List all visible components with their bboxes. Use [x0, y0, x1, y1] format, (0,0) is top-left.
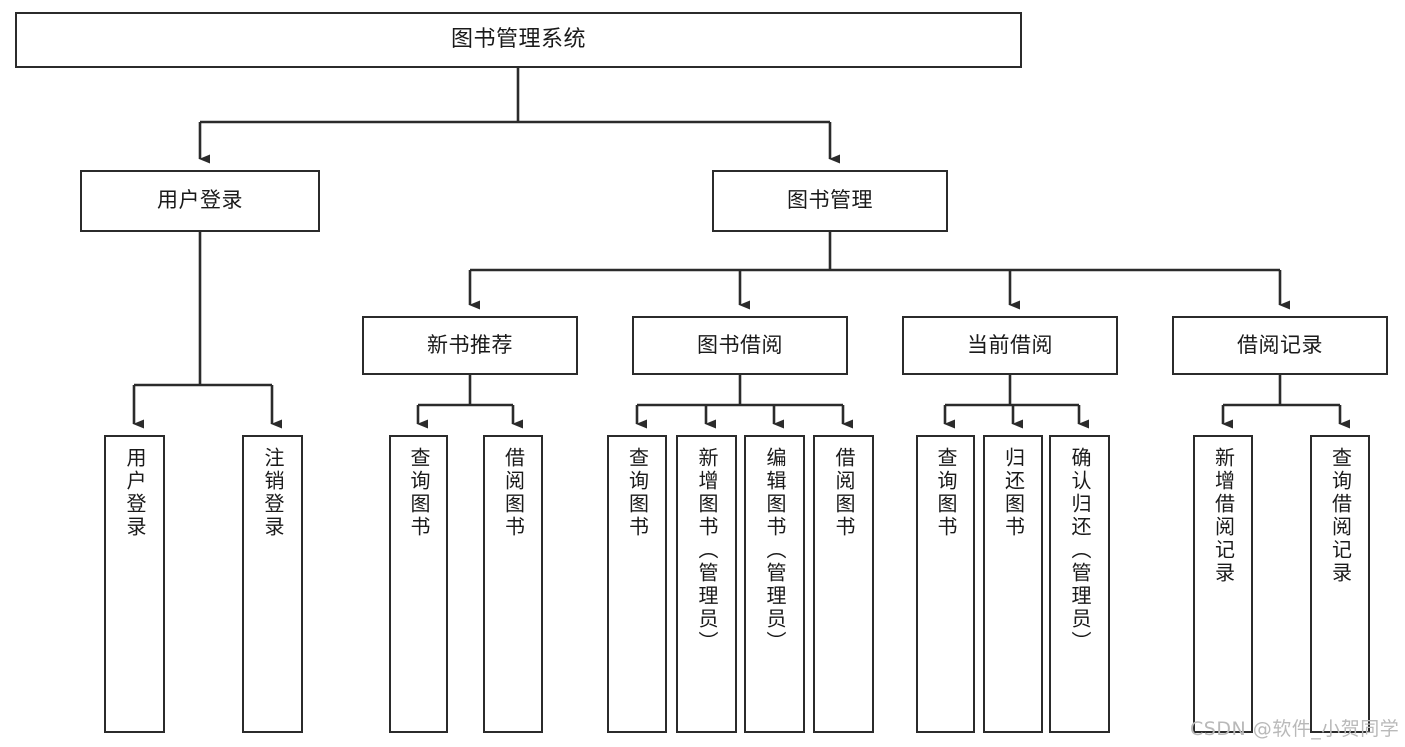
leaf-query-book-recommend[interactable]: 查询图书	[389, 435, 448, 733]
leaf-user-login[interactable]: 用户登录	[104, 435, 165, 733]
leaf-edit-book-admin[interactable]: 编辑图书（管理员）	[744, 435, 805, 733]
leaf-logout[interactable]: 注销登录	[242, 435, 303, 733]
node-root[interactable]: 图书管理系统	[15, 12, 1022, 68]
node-book-management-label: 图书管理	[787, 188, 873, 213]
leaf-borrow-book-recommend-label: 借阅图书	[501, 447, 526, 539]
node-borrow-record-label: 借阅记录	[1237, 332, 1323, 357]
leaf-logout-label: 注销登录	[261, 447, 285, 539]
csdn-watermark-text: CSDN @软件_小贺同学	[1190, 718, 1400, 740]
leaf-return-book-label: 归还图书	[1001, 447, 1026, 539]
leaf-add-borrow-record[interactable]: 新增借阅记录	[1193, 435, 1253, 733]
leaf-query-book-recommend-label: 查询图书	[407, 447, 431, 539]
leaf-query-borrow-record-label: 查询借阅记录	[1328, 447, 1353, 585]
node-root-label: 图书管理系统	[450, 26, 586, 52]
leaf-return-book[interactable]: 归还图书	[983, 435, 1043, 733]
leaf-query-borrow-record[interactable]: 查询借阅记录	[1310, 435, 1370, 733]
leaf-borrow-book-recommend[interactable]: 借阅图书	[483, 435, 543, 733]
leaf-user-login-label: 用户登录	[123, 447, 147, 539]
leaf-borrow-book[interactable]: 借阅图书	[813, 435, 874, 733]
node-borrow-record[interactable]: 借阅记录	[1172, 316, 1388, 375]
leaf-add-book-admin-label: 新增图书（管理员）	[695, 447, 719, 654]
leaf-query-book-current-label: 查询图书	[934, 447, 958, 539]
node-new-book-recommend-label: 新书推荐	[427, 332, 513, 357]
node-book-borrow[interactable]: 图书借阅	[632, 316, 848, 375]
node-book-management[interactable]: 图书管理	[712, 170, 948, 232]
leaf-borrow-book-label: 借阅图书	[832, 447, 856, 539]
leaf-confirm-return-admin-label: 确认归还（管理员）	[1068, 447, 1092, 654]
leaf-confirm-return-admin[interactable]: 确认归还（管理员）	[1049, 435, 1110, 733]
leaf-query-book-borrow-label: 查询图书	[625, 447, 650, 539]
node-current-borrow[interactable]: 当前借阅	[902, 316, 1118, 375]
leaf-add-book-admin[interactable]: 新增图书（管理员）	[676, 435, 737, 733]
leaf-query-book-current[interactable]: 查询图书	[916, 435, 975, 733]
node-new-book-recommend[interactable]: 新书推荐	[362, 316, 578, 375]
leaf-add-borrow-record-label: 新增借阅记录	[1211, 447, 1236, 585]
csdn-watermark: CSDN @软件_小贺同学	[1190, 714, 1399, 741]
leaf-edit-book-admin-label: 编辑图书（管理员）	[763, 447, 787, 654]
node-user-login-label: 用户登录	[157, 188, 243, 213]
node-current-borrow-label: 当前借阅	[967, 332, 1053, 357]
leaf-query-book-borrow[interactable]: 查询图书	[607, 435, 667, 733]
node-user-login[interactable]: 用户登录	[80, 170, 320, 232]
node-book-borrow-label: 图书借阅	[697, 332, 783, 357]
